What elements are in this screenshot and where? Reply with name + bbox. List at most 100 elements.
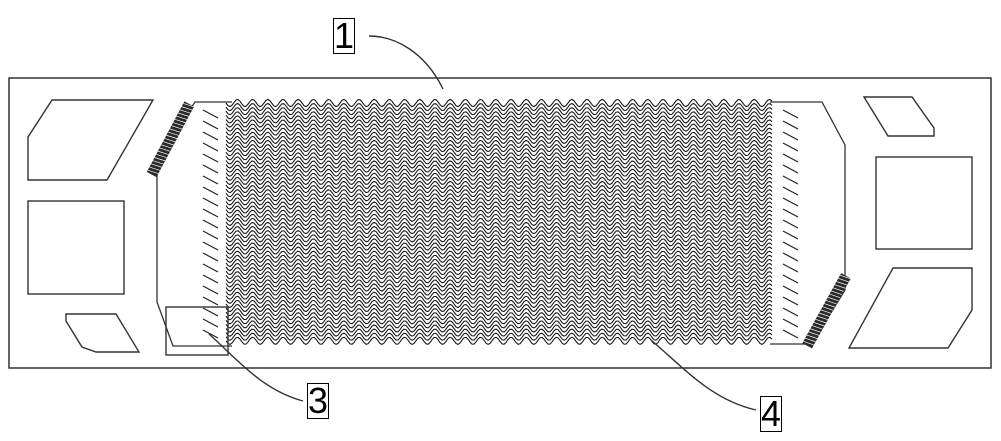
left-top-port	[27, 99, 155, 181]
distribution-dash	[202, 285, 219, 295]
distribution-dash	[782, 285, 799, 295]
distribution-dash	[782, 120, 799, 130]
distribution-dash	[782, 274, 799, 284]
distribution-dash	[202, 307, 219, 317]
wave-line	[225, 332, 773, 341]
right-top-port	[862, 96, 935, 137]
strip-tick	[161, 144, 173, 149]
distribution-dash	[782, 252, 799, 262]
wave-line	[225, 193, 773, 202]
strip-tick	[154, 157, 166, 162]
distribution-dash	[202, 109, 219, 119]
wave-line	[225, 262, 773, 272]
strip-tick	[815, 318, 827, 324]
distribution-dash	[782, 131, 799, 141]
distribution-dash	[782, 318, 799, 328]
wave-line	[225, 312, 773, 321]
distribution-dash	[202, 318, 219, 328]
right-bottom-port	[847, 267, 973, 349]
wave-line	[225, 320, 773, 329]
wave-line	[225, 180, 773, 190]
leader-line-4	[650, 339, 757, 411]
wave-line	[225, 328, 773, 337]
strip-tick	[831, 290, 842, 295]
wave-line	[225, 176, 773, 186]
wave-line	[225, 164, 773, 173]
strip-tick	[174, 119, 186, 124]
distribution-dash	[202, 131, 219, 141]
distribution-dash	[202, 329, 219, 339]
wave-line	[225, 98, 773, 108]
distribution-dash	[782, 263, 799, 273]
distribution-dash	[782, 153, 799, 163]
strip-tick	[813, 322, 825, 327]
wave-line	[225, 213, 773, 222]
callout-label-4: 4	[760, 393, 782, 434]
strip-tick	[818, 312, 830, 317]
wave-line	[225, 107, 773, 116]
wave-line	[225, 119, 773, 128]
strip-tick	[159, 147, 171, 152]
strip-tick	[839, 274, 851, 280]
distribution-dash	[782, 109, 799, 119]
wave-line	[225, 258, 773, 268]
wave-line	[225, 275, 773, 284]
right-gasket-strip	[802, 273, 851, 349]
wave-line	[225, 303, 773, 313]
strip-tick	[808, 331, 820, 336]
detail-region-box	[165, 306, 229, 356]
strip-tick	[178, 112, 189, 117]
strip-tick	[838, 278, 849, 283]
distribution-dash	[782, 230, 799, 240]
strip-tick	[167, 131, 179, 136]
strip-tick	[169, 128, 181, 133]
strip-tick	[183, 103, 194, 108]
distribution-dash	[202, 197, 219, 207]
wave-line	[225, 230, 773, 239]
strip-tick	[179, 109, 191, 114]
strip-tick	[171, 125, 183, 130]
strip-tick	[152, 160, 164, 165]
callout-label-3: 3	[307, 380, 329, 421]
wave-line	[225, 143, 773, 153]
wave-line	[225, 238, 773, 247]
strip-tick	[151, 163, 162, 168]
distribution-dash	[202, 208, 219, 218]
wave-line	[225, 102, 773, 112]
left-flow-boundary	[156, 101, 232, 347]
strip-tick	[836, 281, 848, 286]
distribution-dash	[202, 274, 219, 284]
wave-line	[225, 336, 773, 345]
distribution-dash	[202, 186, 219, 196]
wave-line	[225, 221, 773, 231]
strip-tick	[176, 115, 188, 120]
strip-tick	[166, 134, 178, 139]
distribution-dash	[202, 230, 219, 240]
strip-tick	[825, 300, 837, 305]
wave-line	[225, 287, 773, 296]
wave-line	[225, 123, 773, 132]
distribution-dash	[782, 164, 799, 174]
wave-line	[225, 271, 773, 280]
callout-label-1: 1	[333, 15, 355, 56]
wave-line	[225, 234, 773, 243]
strip-tick	[822, 306, 834, 311]
strip-tick	[829, 293, 841, 299]
wave-line	[225, 225, 773, 235]
wave-line	[225, 291, 773, 300]
distribution-dash	[782, 219, 799, 229]
distribution-dash	[202, 164, 219, 174]
strip-tick	[810, 328, 822, 333]
left-distribution-dashes	[202, 109, 219, 339]
wave-line	[225, 254, 773, 263]
distribution-dash	[202, 153, 219, 163]
strip-tick	[811, 325, 823, 330]
strip-tick	[804, 337, 816, 343]
wave-line	[225, 201, 773, 210]
strip-tick	[157, 150, 169, 155]
distribution-dash	[782, 296, 799, 306]
distribution-dash	[202, 296, 219, 306]
right-middle-port	[875, 156, 973, 250]
wave-line	[225, 316, 773, 325]
